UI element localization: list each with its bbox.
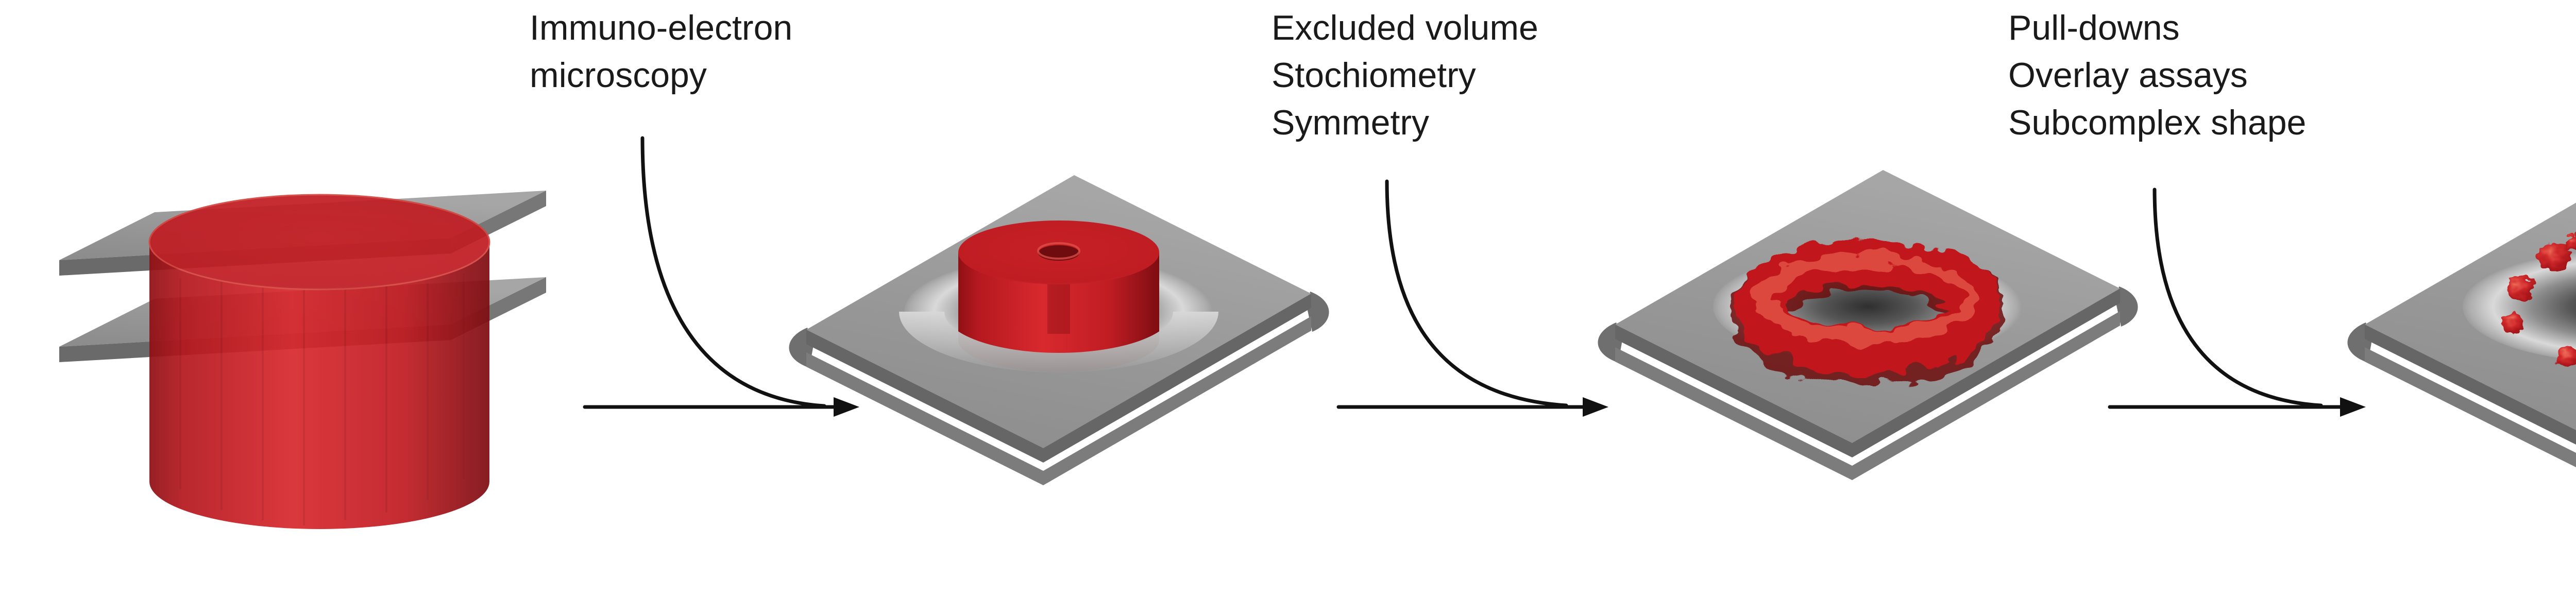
- arrow-2-connector-curve: [1385, 179, 1568, 407]
- arrow-2: [1336, 179, 1608, 417]
- label-excluded-volume: Excluded volume Stochiometry Symmetry: [1272, 4, 1538, 146]
- arrow-3-connector-curve: [2153, 188, 2323, 407]
- red-cylinder: [148, 194, 490, 529]
- arrow-1-connector-curve: [640, 136, 826, 408]
- cylinder-top-face: [148, 194, 490, 291]
- ring-highlight: [1757, 254, 1976, 344]
- label-line: Pull-downs: [2008, 8, 2180, 47]
- embedded-cylinder: [958, 220, 1159, 372]
- label-line: Symmetry: [1272, 103, 1429, 142]
- label-pull-downs: Pull-downs Overlay assays Subcomplex sha…: [2008, 4, 2306, 146]
- label-line: Overlay assays: [2008, 56, 2248, 95]
- pore-front-rim: [899, 312, 1218, 372]
- blob: [2501, 313, 2526, 334]
- arrow-3-head: [2340, 397, 2366, 417]
- cylinder-striations: [179, 263, 465, 525]
- embedded-cylinder-body: [958, 252, 1159, 372]
- stage-subcomplex-blobs: [2347, 170, 2576, 480]
- label-line: Excluded volume: [1272, 8, 1538, 47]
- label-line: Immuno-electron: [530, 8, 793, 47]
- arrow-1: [583, 136, 859, 417]
- blob: [2556, 346, 2576, 367]
- density-ring: [1731, 240, 2005, 385]
- label-line: Subcomplex shape: [2008, 103, 2307, 142]
- stage-ring-density: [1598, 170, 2138, 480]
- cylinder-body: [149, 242, 489, 529]
- label-line: microscopy: [530, 56, 707, 95]
- label-immuno-electron-microscopy: Immuno-electron microscopy: [530, 4, 792, 99]
- blob: [2506, 277, 2534, 300]
- subcomplex-blob-cluster: [2501, 230, 2576, 367]
- arrow-1-head: [834, 397, 859, 417]
- arrow-2-head: [1583, 397, 1608, 417]
- stage-initial-cylinder-volume: [59, 191, 546, 529]
- arrow-3: [2108, 188, 2366, 417]
- channel-hole-rim: [1037, 242, 1080, 260]
- label-line: Stochiometry: [1272, 56, 1476, 95]
- membrane-slab: [1598, 170, 2138, 480]
- blob: [2563, 235, 2576, 249]
- membrane-slab: [2347, 170, 2576, 480]
- stage-cylinder-with-channel: [789, 175, 1329, 485]
- blob: [2537, 243, 2571, 270]
